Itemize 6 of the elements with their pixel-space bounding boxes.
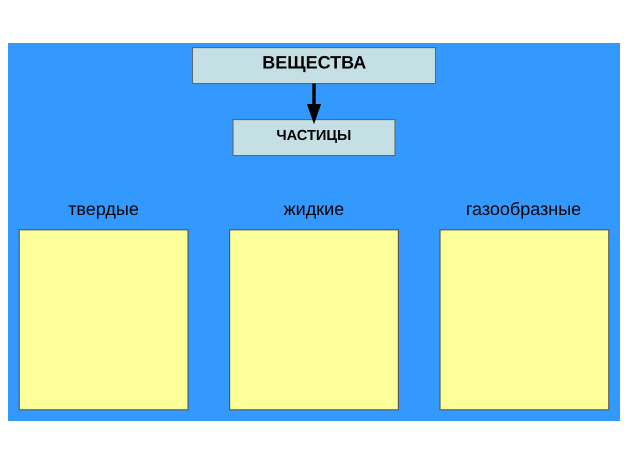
node-label: жидкие — [284, 198, 344, 218]
node-box: ВЕЩЕСТВА — [192, 46, 436, 84]
node-label: твердые — [68, 198, 139, 218]
arrow — [306, 83, 322, 124]
node-label: газообразные — [466, 198, 582, 218]
node-box: ЧАСТИЦЫ — [232, 118, 396, 156]
